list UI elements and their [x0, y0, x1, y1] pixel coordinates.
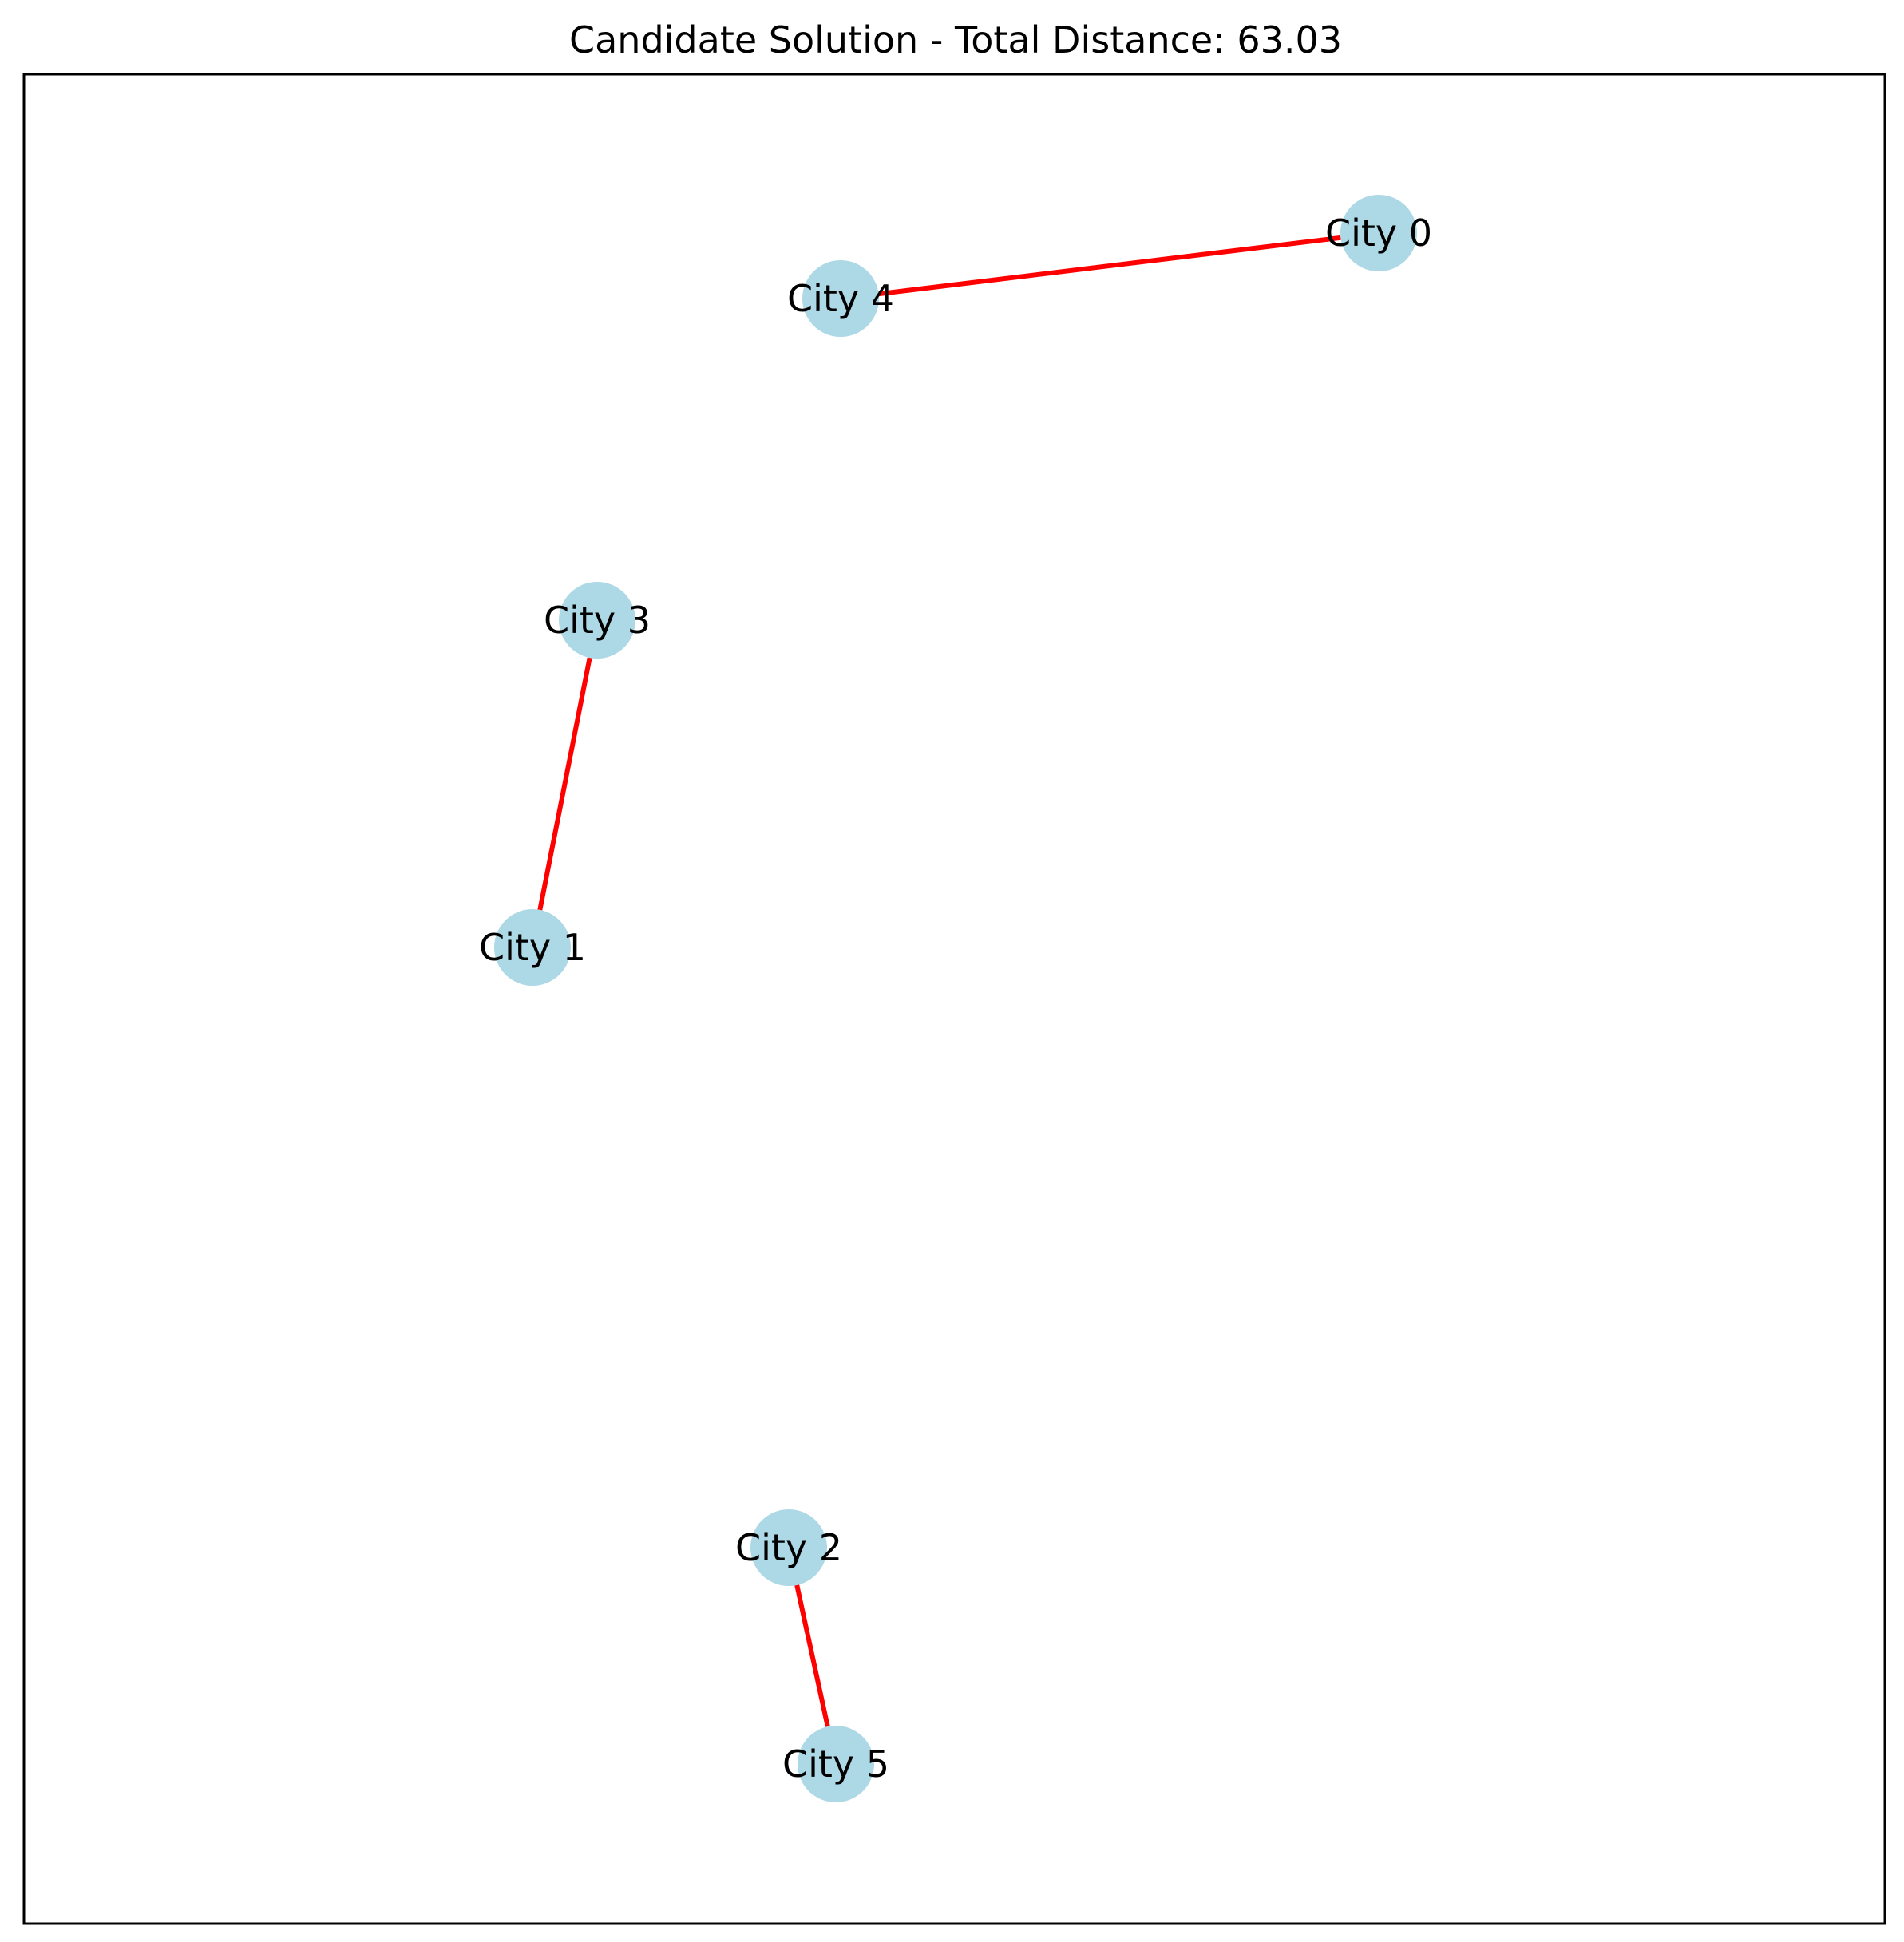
nodes-layer: City 0 City 1 City 2 City 3 City 4 City 5 [479, 195, 1432, 1802]
node-label-city-2: City 2 [735, 1526, 842, 1569]
node-city-5: City 5 [782, 1726, 889, 1802]
node-circle-city-4 [802, 260, 879, 337]
node-label-city-0: City 0 [1325, 212, 1432, 255]
figure-title: Candidate Solution - Total Distance: 63.… [569, 18, 1342, 61]
node-city-1: City 1 [479, 909, 586, 986]
edge-city-3-city-1 [537, 657, 592, 911]
node-label-city-4: City 4 [787, 277, 894, 320]
edges-layer [537, 235, 1341, 1727]
node-circle-city-0 [1340, 195, 1417, 271]
node-label-city-3: City 3 [544, 599, 651, 642]
node-label-city-5: City 5 [782, 1742, 889, 1786]
node-label-city-1: City 1 [479, 926, 586, 969]
node-circle-city-3 [559, 582, 635, 659]
edge-city-2-city-5 [794, 1584, 830, 1727]
node-circle-city-1 [494, 909, 571, 986]
node-city-3: City 3 [544, 582, 651, 659]
node-city-0: City 0 [1325, 195, 1432, 271]
plot-frame [22, 73, 1886, 1925]
node-circle-city-2 [750, 1509, 827, 1586]
node-circle-city-5 [798, 1726, 874, 1802]
node-city-2: City 2 [735, 1509, 842, 1586]
edge-city-4-city-0 [878, 235, 1341, 297]
node-city-4: City 4 [787, 260, 894, 337]
